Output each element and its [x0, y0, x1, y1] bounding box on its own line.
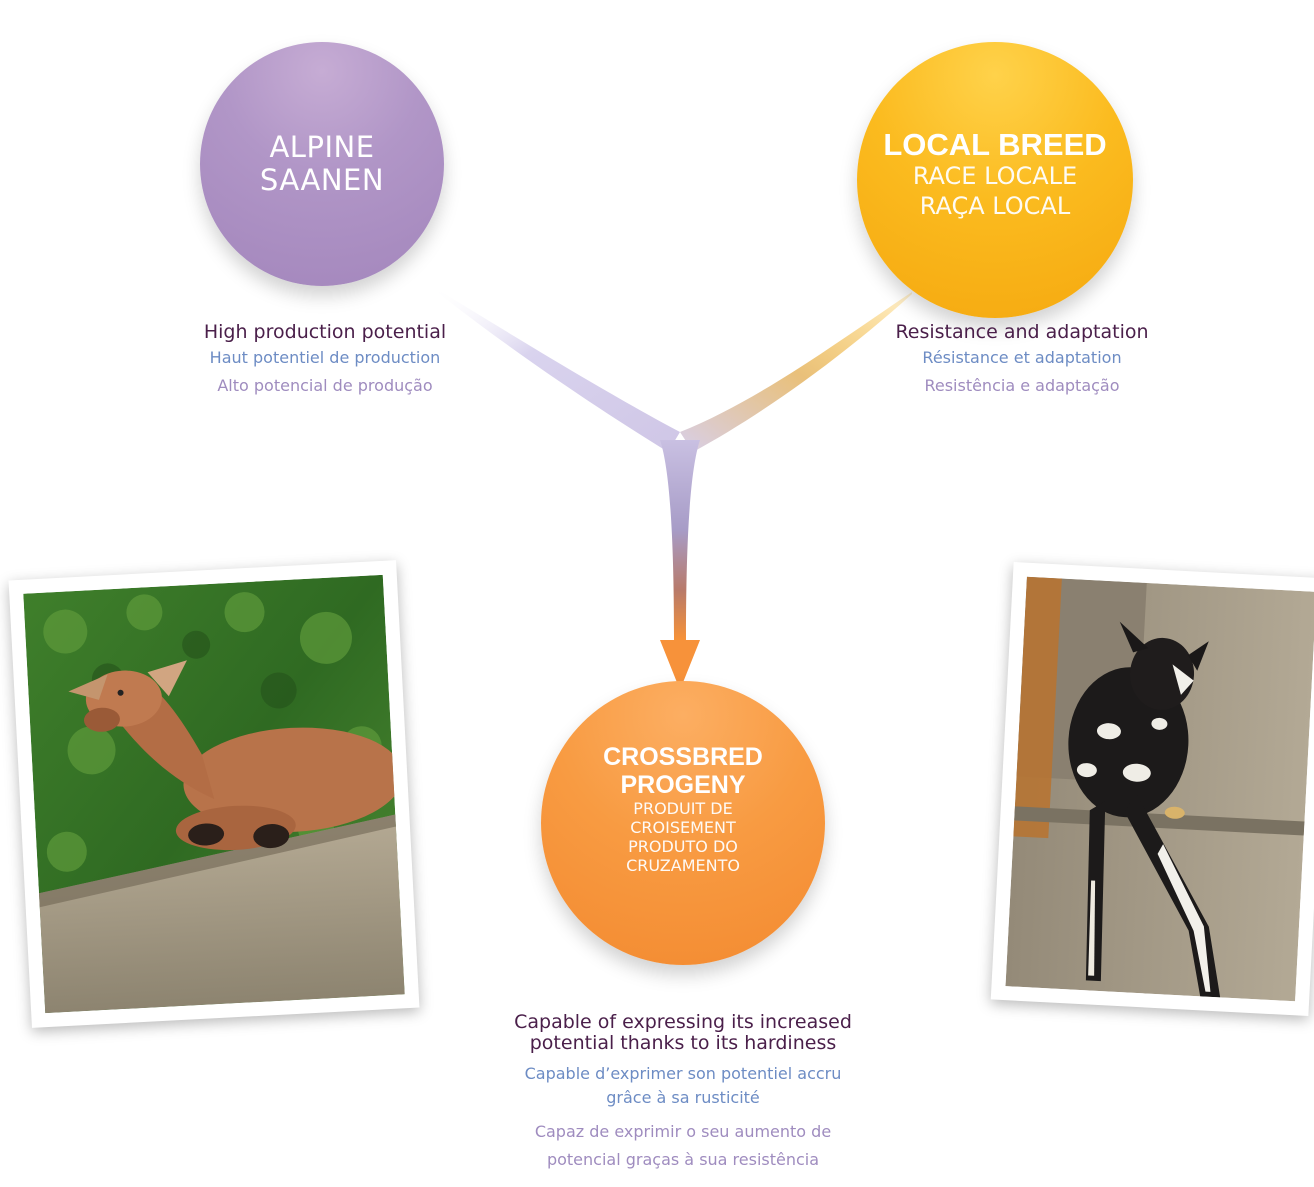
local-name-en: LOCAL BREED	[883, 127, 1107, 162]
local-caption-fr: Résistance et adaptation	[922, 348, 1122, 367]
cross-pt-line1: PRODUTO DO	[628, 837, 738, 856]
crossbred-progeny-circle: CROSSBRED PROGENY PRODUIT DE CROISEMENT …	[541, 681, 825, 965]
right-branch	[680, 292, 912, 452]
alpine-caption-en: High production potential	[203, 321, 447, 343]
local-breed-circle: LOCAL BREED RACE LOCALE RAÇA LOCAL	[857, 42, 1133, 318]
local-goat-photo	[990, 561, 1314, 1017]
cross-caption-en-2: potential thanks to its hardiness	[529, 1032, 837, 1054]
alpine-goat-photo	[8, 560, 420, 1028]
alpine-caption-pt: Alto potencial de produção	[217, 376, 433, 395]
local-caption-pt: Resistência e adaptação	[924, 376, 1120, 395]
cross-caption-fr-2: grâce à sa rusticité	[606, 1088, 760, 1107]
cross-caption-en-1: Capable of expressing its increased	[514, 1011, 852, 1033]
cross-fr-line1: PRODUIT DE	[633, 799, 733, 818]
cross-caption-pt-2: potencial graças à sua resistência	[546, 1150, 820, 1169]
arrowhead	[660, 640, 700, 690]
alpine-name-line1: ALPINE	[269, 130, 375, 164]
cross-caption-pt-1: Capaz de exprimir o seu aumento de	[534, 1122, 832, 1141]
cross-pt-line2: CRUZAMENTO	[626, 856, 740, 875]
cross-name-line2: PROGENY	[620, 771, 746, 799]
left-branch	[432, 286, 680, 452]
cross-caption-fr-1: Capable d’exprimer son potentiel accru	[524, 1064, 842, 1083]
cross-caption: Capable of expressing its increased pote…	[440, 1012, 926, 1174]
local-caption: Resistance and adaptation Résistance et …	[852, 320, 1192, 400]
cross-name-line1: CROSSBRED	[603, 743, 763, 771]
alpine-saanen-circle: ALPINE SAANEN	[200, 42, 444, 286]
cross-fr-line2: CROISEMENT	[630, 818, 736, 837]
local-name-fr: RACE LOCALE	[912, 162, 1078, 190]
local-caption-en: Resistance and adaptation	[895, 321, 1149, 343]
alpine-caption-fr: Haut potentiel de production	[209, 348, 441, 367]
alpine-name-line2: SAANEN	[259, 163, 385, 197]
local-name-pt: RAÇA LOCAL	[919, 192, 1071, 220]
center-stem	[660, 440, 700, 640]
alpine-caption: High production potential Haut potentiel…	[155, 320, 495, 400]
